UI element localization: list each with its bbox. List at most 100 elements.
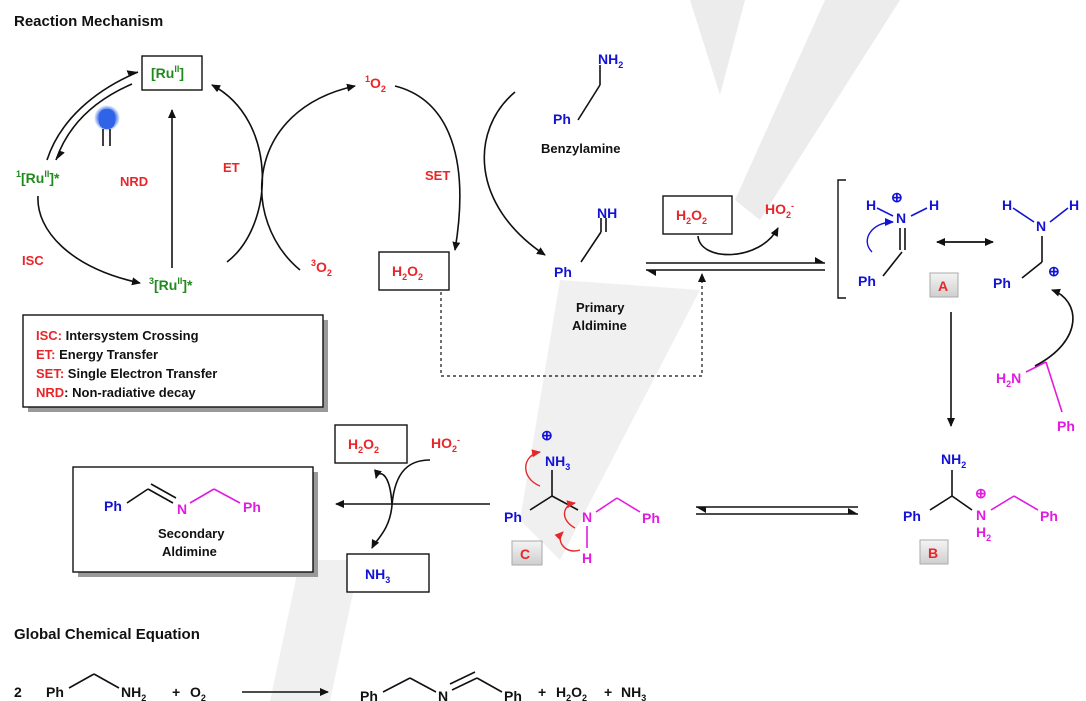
svg-text:⊕: ⊕ [975,485,987,501]
secondary-aldimine-name-2: Aldimine [162,544,217,559]
svg-text:H2N: H2N [996,370,1021,389]
svg-text:N: N [438,688,448,701]
primary-aldimine-name-2: Aldimine [572,318,627,333]
svg-text:Ph: Ph [553,111,571,127]
svg-text:Ph: Ph [1040,508,1058,524]
intermediate-c-label: C [520,546,530,562]
hydroperoxide-label-2: HO2- [431,435,460,454]
legend-box [22,314,324,408]
legend-isc: ISC: Intersystem Crossing [36,328,199,343]
primary-aldimine-structure: NH Ph [554,205,617,280]
secondary-aldimine-structure: Ph N Ph [104,483,261,517]
svg-text:NH2: NH2 [598,51,623,70]
svg-text:NH: NH [597,205,617,221]
set-arrow-imine [483,91,546,256]
svg-text:Ph: Ph [504,509,522,525]
svg-text:Ph: Ph [554,264,572,280]
intermediate-a-box [929,272,959,298]
excitation-arrow [46,70,139,161]
ru-ii-box [141,55,203,91]
svg-text:H: H [866,197,876,213]
primary-aldimine-name-1: Primary [576,300,625,315]
intermediate-b-label: B [928,545,938,561]
svg-text:+: + [172,684,180,700]
ammonia-label: NH3 [365,566,390,585]
svg-text:N: N [896,210,906,226]
svg-text:Ph: Ph [104,498,122,514]
svg-text:H: H [582,550,592,566]
benzylamine-nucleophile: H2N Ph [996,288,1075,434]
h2o2-box-3 [334,424,408,464]
svg-text:Ph: Ph [504,688,522,701]
intermediate-c-box [511,540,543,566]
svg-text:Ph: Ph [1057,418,1075,434]
intermediate-a-label: A [938,278,948,294]
h2o2-label-1: H2O2 [392,263,423,282]
intermediate-b-box [919,539,949,565]
h2o2-label-3: H2O2 [348,436,379,455]
svg-text:Ph: Ph [243,499,261,515]
singlet-ru-excited-label: 1[RuII]* [16,169,60,186]
legend-set: SET: Single Electron Transfer [36,366,217,381]
legend-et: ET: Energy Transfer [36,347,158,362]
svg-text:Ph: Ph [903,508,921,524]
triplet-oxygen-label: 3O2 [311,258,332,278]
blue-led-icon [94,105,120,146]
svg-text:NH3: NH3 [545,453,570,472]
ammonia-release-arrow [371,504,393,549]
h2o2-box-1 [378,251,450,291]
singlet-oxygen-label: 1O2 [365,74,386,94]
global-equation-title: Global Chemical Equation [14,626,200,643]
secondary-aldimine-box [72,466,314,573]
svg-text:⊕: ⊕ [541,427,553,443]
triplet-ru-excited-label: 3[RuII]* [149,276,193,293]
svg-text:Ph: Ph [360,688,378,701]
svg-text:+: + [538,684,546,700]
svg-text:⊕: ⊕ [1048,263,1060,279]
svg-text:Ph: Ph [642,510,660,526]
svg-text:Ph: Ph [46,684,64,700]
mechanism-title: Reaction Mechanism [14,13,163,30]
svg-text:H: H [1002,197,1012,213]
svg-text:Ph: Ph [858,273,876,289]
svg-text:H: H [1069,197,1079,213]
svg-text:O2: O2 [190,684,206,701]
legend-nrd: NRD: Non-radiative decay [36,385,196,400]
svg-text:N: N [582,509,592,525]
h2o2-deprotonation-arrow [697,227,779,256]
svg-text:Ph: Ph [993,275,1011,291]
intermediate-c-structure: ⊕ NH3 Ph N H Ph [504,427,660,566]
svg-text:+: + [604,684,612,700]
isc-arrow [37,195,141,286]
svg-text:NH2: NH2 [121,684,146,701]
set-label: SET [425,168,450,183]
relaxation-arrow [55,83,133,161]
iminium-structure-1: H N H ⊕ Ph [858,189,939,289]
watermark [270,0,900,701]
et-label: ET [223,160,240,175]
isc-label: ISC [22,253,44,268]
set-arrow-h2o2 [394,85,461,251]
dashed-catalysis-path [440,273,706,377]
svg-text:N: N [976,507,986,523]
et-arrow-oxygen [261,83,356,271]
iminium-structure-2: H N H Ph ⊕ [993,197,1079,291]
svg-text:H2O2: H2O2 [556,684,587,701]
ammonia-box [346,553,430,593]
hydroperoxide-arrow [374,459,431,506]
h2o2-box-2 [662,195,733,235]
svg-text:H: H [929,197,939,213]
nrd-label: NRD [120,174,148,189]
global-equation: 2 Ph NH2 + O2 Ph N Ph + H2O2 + NH3 [14,671,646,701]
svg-text:⊕: ⊕ [891,189,903,205]
benzylamine-name: Benzylamine [541,141,620,156]
svg-text:N: N [177,501,187,517]
svg-text:NH2: NH2 [941,451,966,470]
h2o2-label-2: H2O2 [676,207,707,226]
intermediate-b-structure: NH2 Ph N ⊕ H2 Ph [903,451,1058,543]
svg-text:NH3: NH3 [621,684,646,701]
ru-ii-label: [RuII] [151,64,184,81]
secondary-aldimine-name-1: Secondary [158,526,225,541]
resonance-bracket [837,179,846,299]
svg-text:N: N [1036,218,1046,234]
